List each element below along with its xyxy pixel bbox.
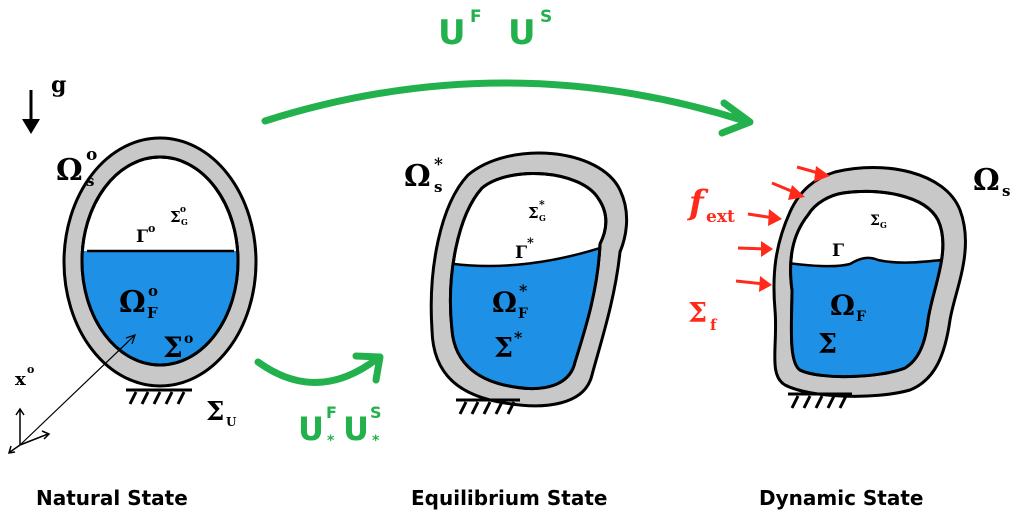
equilibrium-sigma-g-sup: *	[539, 198, 545, 211]
natural-sigma-u-sub: U	[226, 415, 237, 429]
dynamic-sigma-g: Σ	[870, 213, 880, 229]
equilibrium-omega-s: Ω	[404, 159, 431, 194]
small-transform-arrow	[254, 354, 382, 386]
dynamic-free-surface	[790, 256, 943, 268]
small-u1-sup: F	[326, 403, 337, 422]
dynamic-gamma: Γ	[832, 241, 844, 261]
gravity-label: g	[51, 72, 66, 98]
equilibrium-ground-support	[456, 398, 520, 415]
small-u1-sub: *	[327, 433, 335, 449]
natural-omega-s: Ω	[56, 153, 83, 188]
natural-sigma: Σ	[163, 331, 183, 364]
natural-ground-support	[126, 388, 192, 405]
equilibrium-free-surface	[450, 242, 606, 268]
equilibrium-omega-s-sub: s	[434, 178, 442, 196]
dynamic-omega-s: Ω	[973, 163, 1000, 198]
small-arrow-head	[352, 352, 384, 384]
natural-sigma-sup: o	[184, 331, 193, 347]
f-ext-label: f	[687, 183, 709, 223]
top-transform-arrow	[261, 79, 749, 125]
dynamic-sigma: Σ	[818, 329, 837, 360]
equilibrium-sigma-g: Σ	[528, 204, 539, 222]
top-u1: U	[438, 13, 466, 53]
dynamic-state-caption: Dynamic State	[759, 486, 923, 510]
dynamic-state	[735, 165, 967, 409]
equilibrium-omega-s-sup: *	[434, 155, 443, 175]
top-u1-sup: F	[470, 7, 482, 27]
equilibrium-gamma-sup: *	[527, 236, 534, 251]
equilibrium-state	[429, 151, 629, 415]
equilibrium-omega-f: Ω	[492, 286, 517, 319]
natural-gamma: Γ	[136, 227, 148, 247]
axis-x-label: x	[15, 369, 26, 390]
dynamic-omega-s-sub: s	[1002, 182, 1010, 200]
natural-sigma-g-sub: G	[181, 217, 188, 227]
sigma-f-sub: f	[710, 316, 718, 334]
top-arrow-head	[718, 99, 754, 137]
natural-omega-s-sup: o	[86, 145, 97, 165]
dynamic-omega-f-sub: F	[856, 309, 866, 325]
external-force-arrows	[735, 165, 830, 292]
small-u2: U	[343, 410, 369, 448]
top-u2: U	[508, 13, 536, 53]
small-u2-sup: S	[370, 403, 382, 422]
natural-omega-s-sub: s	[86, 172, 94, 190]
natural-omega-f-sub: F	[147, 304, 158, 322]
equilibrium-sigma: Σ	[494, 333, 513, 364]
natural-state-caption: Natural State	[36, 486, 188, 510]
dynamic-sigma-g-sub: G	[880, 220, 887, 230]
natural-gamma-sup: o	[148, 222, 155, 235]
equilibrium-sigma-sup: *	[514, 328, 523, 347]
natural-state	[7, 136, 258, 454]
natural-omega-f: Ω	[119, 285, 146, 320]
axis-x-sup: o	[27, 363, 34, 376]
natural-omega-f-sup: o	[148, 282, 158, 300]
gravity-arrow	[22, 90, 40, 134]
equilibrium-gamma: Γ	[515, 243, 527, 263]
equilibrium-state-caption: Equilibrium State	[411, 486, 607, 510]
natural-sigma-u: Σ	[206, 397, 224, 427]
equilibrium-sigma-g-sub: G	[539, 213, 546, 223]
dynamic-ground-support	[788, 392, 852, 409]
equilibrium-omega-f-sup: *	[519, 281, 528, 300]
sigma-f-label: Σ	[688, 298, 707, 329]
top-u2-sup: S	[540, 7, 552, 27]
natural-sigma-g: Σ	[170, 208, 181, 226]
small-arrow-label: U F * U S *	[298, 403, 382, 449]
coordinate-axes	[7, 334, 136, 454]
top-arrow-label: U F U S	[438, 7, 552, 53]
equilibrium-fluid	[450, 244, 606, 389]
small-u2-sub: *	[372, 433, 380, 449]
dynamic-omega-f: Ω	[830, 289, 855, 322]
equilibrium-omega-f-sub: F	[518, 306, 528, 322]
small-u1: U	[298, 410, 324, 448]
natural-sigma-g-sup: o	[180, 205, 186, 215]
f-ext-sub: ext	[706, 207, 735, 227]
